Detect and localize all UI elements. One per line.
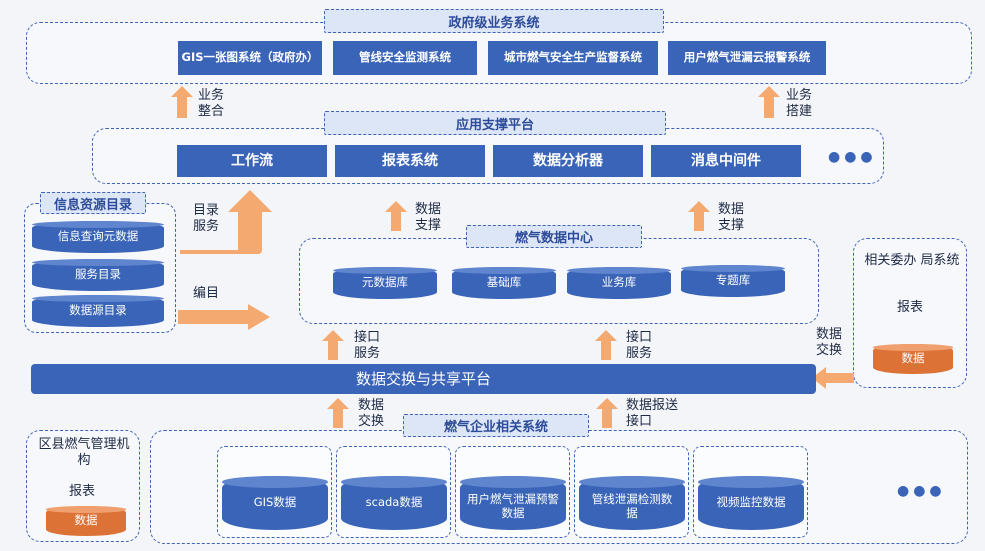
catalog-item-service-label: 服务目录 [75,267,121,282]
label-catalog-edit: 编目 [193,286,220,301]
enterprise-more-dots-icon: ●●● [897,483,946,499]
enterprise-item-gis-label: GIS数据 [253,495,297,510]
catalog-item-service[interactable]: 服务目录 [32,259,164,291]
datacenter-item-topic-label: 专题库 [715,273,751,288]
app-platform-title: 应用支撑平台 [324,111,666,135]
datacenter-item-topic[interactable]: 专题库 [681,265,785,297]
arrow-data-support-left-icon [385,201,407,231]
gov-system-gis[interactable]: GIS一张图系统（政府办） [178,41,322,75]
label-interface-service-right: 接口服务 [626,330,653,362]
agency-title: 相关委办 局系统 [864,253,960,268]
agency-data-label: 数据 [901,351,925,366]
label-build: 业务搭建 [786,88,813,120]
enterprise-item-video-label: 视频监控数据 [716,495,786,510]
catalog-title: 信息资源目录 [40,192,146,214]
agency-data-cylinder[interactable]: 数据 [873,344,953,374]
exchange-platform-bar[interactable]: 数据交换与共享平台 [31,364,816,394]
enterprise-item-gis[interactable]: GIS数据 [222,476,328,530]
enterprise-item-leak-warning[interactable]: 用户燃气泄漏预警数据 [460,476,566,530]
enterprise-item-scada-label: scada数据 [365,495,423,510]
arrow-data-report-icon [596,398,618,428]
datacenter-title: 燃气数据中心 [466,225,642,248]
exchange-platform-label: 数据交换与共享平台 [355,370,491,388]
arrow-agency-to-exchange-icon [812,367,854,389]
enterprise-item-scada[interactable]: scada数据 [341,476,447,530]
app-more-dots-icon: ●●● [828,149,877,165]
label-catalog-service: 目录服务 [193,203,220,235]
arrow-up-integrate-icon [171,86,193,118]
arrow-up-build-icon [758,86,780,118]
enterprise-item-pipeline-detect[interactable]: 管线泄漏检测数据 [579,476,685,530]
enterprise-item-pipeline-detect-label: 管线泄漏检测数据 [591,492,673,520]
app-item-middleware[interactable]: 消息中间件 [651,145,801,177]
district-data-label: 数据 [74,513,98,528]
district-title: 区县燃气管理机构 [38,437,130,469]
label-data-exchange-right: 数据交换 [816,327,843,359]
datacenter-item-business-label: 业务库 [601,275,637,290]
label-integrate: 业务整合 [198,88,225,120]
arrow-data-exchange-bottom-icon [327,398,349,428]
catalog-item-datasource-label: 数据源目录 [69,303,127,318]
district-report: 报表 [69,484,96,499]
datacenter-item-business[interactable]: 业务库 [567,267,671,299]
gov-system-pipeline[interactable]: 管线安全监测系统 [333,41,477,75]
gov-system-leak-alarm[interactable]: 用户燃气泄漏云报警系统 [668,41,826,75]
label-interface-service-left: 接口服务 [354,330,381,362]
label-data-support-right: 数据支撑 [718,202,745,234]
arrow-catalog-service-icon [180,190,272,254]
app-item-workflow[interactable]: 工作流 [177,145,327,177]
app-item-analyzer[interactable]: 数据分析器 [493,145,643,177]
arrow-catalog-edit-icon [178,304,270,330]
catalog-item-datasource[interactable]: 数据源目录 [32,295,164,327]
agency-report: 报表 [897,300,924,315]
datacenter-item-meta-label: 元数据库 [362,275,408,290]
datacenter-item-base-label: 基础库 [486,275,522,290]
label-data-support-left: 数据支撑 [415,202,442,234]
arrow-data-support-right-icon [688,201,710,231]
gov-systems-title: 政府级业务系统 [324,9,664,33]
enterprise-title: 燃气企业相关系统 [403,414,589,437]
gov-system-supervision[interactable]: 城市燃气安全生产监督系统 [488,41,658,75]
catalog-item-query-metadata[interactable]: 信息查询元数据 [32,221,164,253]
label-data-report-interface: 数据报送接口 [626,398,679,430]
datacenter-item-base[interactable]: 基础库 [452,267,556,299]
district-data-cylinder[interactable]: 数据 [46,506,126,536]
app-item-report[interactable]: 报表系统 [335,145,485,177]
label-data-exchange-bottom: 数据交换 [358,398,385,430]
arrow-interface-right-icon [595,330,617,360]
catalog-item-query-metadata-label: 信息查询元数据 [57,229,139,244]
datacenter-item-meta[interactable]: 元数据库 [333,267,437,299]
enterprise-item-leak-warning-label: 用户燃气泄漏预警数据 [467,492,559,520]
arrow-interface-left-icon [322,330,344,360]
enterprise-item-video[interactable]: 视频监控数据 [698,476,804,530]
